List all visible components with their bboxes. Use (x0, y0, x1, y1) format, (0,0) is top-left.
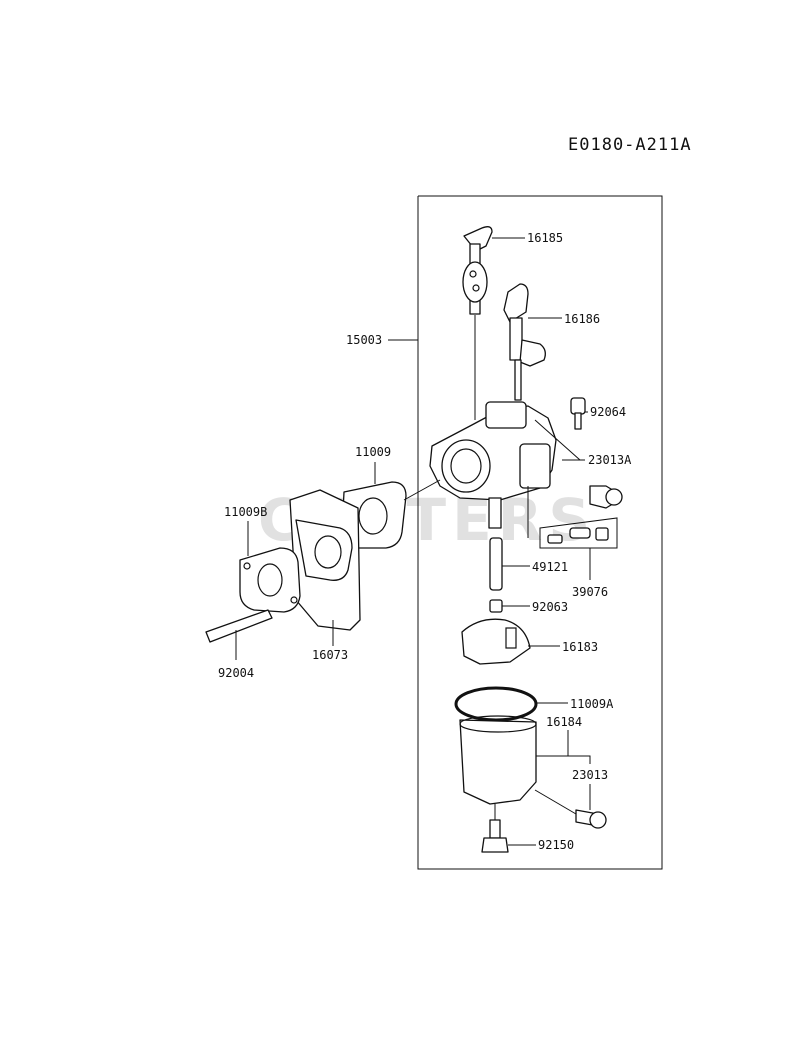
part-float-chamber (459, 715, 591, 805)
part-stud-92004 (205, 609, 273, 660)
label-11009B: 11009B (224, 505, 267, 519)
label-11009A: 11009A (570, 697, 614, 711)
part-gasket-11009B (239, 521, 301, 613)
part-choke-lever (462, 226, 525, 420)
label-16183: 16183 (562, 640, 598, 654)
label-16184: 16184 (546, 715, 582, 729)
label-23013A: 23013A (588, 453, 632, 467)
label-39076: 39076 (572, 585, 608, 599)
part-bolt-92150 (481, 804, 536, 853)
label-11009: 11009 (355, 445, 391, 459)
part-screw-23013 (534, 784, 607, 829)
label-15003: 15003 (346, 333, 382, 347)
part-screw-23013A (562, 459, 623, 509)
label-49121: 49121 (532, 560, 568, 574)
label-16073: 16073 (312, 648, 348, 662)
part-float (461, 618, 560, 665)
part-oring-11009A (454, 686, 568, 722)
part-throttle-lever (503, 283, 562, 401)
label-16186: 16186 (564, 312, 600, 326)
label-92150: 92150 (538, 838, 574, 852)
part-screw-92064 (570, 397, 588, 430)
part-set-39076 (539, 517, 618, 580)
part-insulator-16073 (289, 489, 361, 646)
part-jet-92063 (489, 599, 530, 613)
part-carburetor-body (429, 401, 581, 538)
label-16185: 16185 (527, 231, 563, 245)
label-92063: 92063 (532, 600, 568, 614)
diagram-code: E0180-A211A (568, 135, 692, 155)
part-emulsion-tube (489, 537, 530, 591)
label-92064: 92064 (590, 405, 626, 419)
label-92004: 92004 (218, 666, 254, 680)
label-23013: 23013 (572, 768, 608, 782)
assembly-frame (388, 195, 663, 870)
